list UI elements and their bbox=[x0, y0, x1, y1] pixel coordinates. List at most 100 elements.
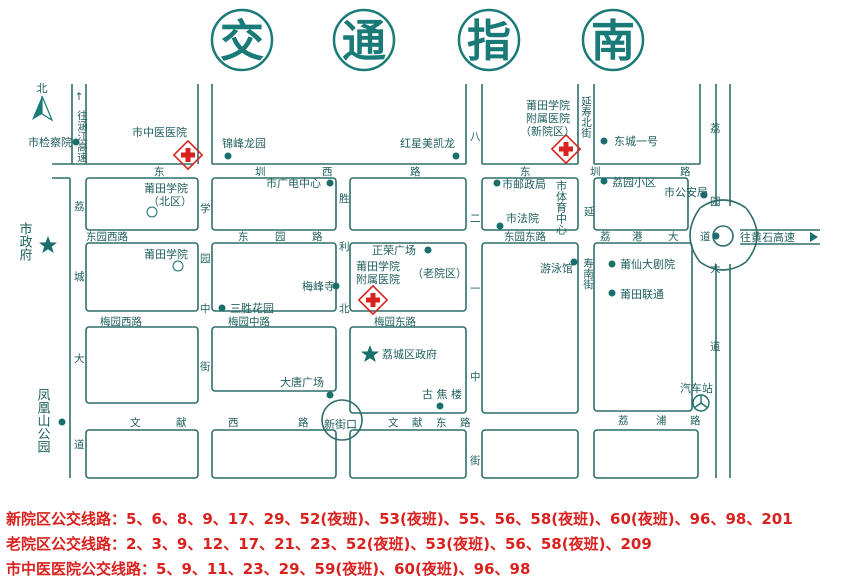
road-zhe-gaosu: 往涵江高速 bbox=[76, 109, 88, 162]
place-xinyuan-2: 附属医院 bbox=[526, 111, 570, 125]
road-dongzhen-e3: 路 bbox=[680, 165, 691, 178]
place-youzheng: 市邮政局 bbox=[502, 177, 546, 191]
road-dongzhen-m3: 路 bbox=[410, 165, 421, 178]
place-zhengrong: 正荣广场 bbox=[372, 243, 416, 257]
road-dongyuan-m1: 东 bbox=[238, 230, 249, 243]
bus-station-icon bbox=[692, 394, 710, 412]
road-wenxian-x2: 路 bbox=[298, 416, 309, 429]
road-liyuan-r: 园 bbox=[710, 196, 721, 208]
road-yanshou-bei: 延寿北街 bbox=[580, 96, 592, 139]
road-dongzhen-e2: 圳 bbox=[590, 166, 601, 178]
place-qu-zhengfu: 荔城区政府 bbox=[382, 347, 437, 361]
road-jie-mid: 街 bbox=[200, 360, 211, 373]
title-char-2: 通 bbox=[342, 16, 386, 67]
road-wenxian-2: 献 bbox=[176, 416, 187, 429]
place-laoyuan-3: （老院区） bbox=[412, 266, 467, 280]
place-datang: 大唐广场 bbox=[280, 375, 324, 389]
place-markers bbox=[58, 137, 720, 426]
place-jianchayuan: 市检察院 bbox=[28, 135, 72, 149]
place-zhongyiyuan: 市中医医院 bbox=[132, 125, 187, 139]
north-arrow-icon: 北 bbox=[32, 82, 54, 122]
road-ba: 八 bbox=[470, 131, 481, 143]
road-wenxian-d4: 路 bbox=[460, 416, 471, 429]
arrow-right-icon bbox=[810, 232, 818, 242]
hospital-cross-icon-1 bbox=[172, 139, 204, 171]
road-wenxian-d2: 献 bbox=[412, 416, 423, 429]
road-zhong: 中 bbox=[470, 370, 481, 383]
place-gonganju: 市公安局 bbox=[664, 185, 708, 199]
hospital-cross-icon-3 bbox=[357, 284, 389, 316]
place-ptxy: 莆田学院 bbox=[144, 247, 188, 261]
place-xinyuan-1: 莆田学院 bbox=[526, 98, 570, 112]
north-label: 北 bbox=[37, 82, 48, 95]
place-laoyuan-2: 附属医院 bbox=[356, 272, 400, 286]
place-sansheng: 三胜花园 bbox=[230, 301, 274, 315]
road-wenxian-x1: 西 bbox=[228, 417, 239, 429]
road-yuan: 园 bbox=[200, 253, 211, 265]
place-gdzx: 市广电中心 bbox=[266, 176, 321, 190]
bus-line-zhongyiyuan: 市中医医院公交线路：5、9、11、23、29、59(夜班)、60(夜班)、96、… bbox=[6, 558, 530, 579]
road-li: 利 bbox=[339, 241, 350, 253]
road-licheng-2: 城 bbox=[74, 271, 85, 283]
road-licheng-3: 大 bbox=[74, 352, 85, 365]
title-char-1: 交 bbox=[220, 16, 264, 67]
road-ligang-4: 道 bbox=[700, 230, 711, 243]
road-licheng-4: 道 bbox=[74, 438, 85, 451]
place-tiyu: 市体育中心 bbox=[555, 179, 568, 235]
place-jinfenglong: 锦峰龙园 bbox=[222, 136, 266, 150]
road-zhe-arrow: ↑ bbox=[75, 91, 84, 103]
road-dongyuan-dong: 东园东路 bbox=[504, 230, 546, 243]
place-qichezhan: 汽车站 bbox=[680, 381, 713, 395]
place-labels: 市检察院 市中医医院 锦峰龙园 红星美凯龙 莆田学院 附属医院 （新院区） 东城… bbox=[17, 98, 796, 453]
title-char-4: 南 bbox=[591, 16, 635, 67]
xinjiekou-roundabout bbox=[321, 399, 363, 441]
bus-line-label: 老院区公交线路： bbox=[6, 535, 127, 553]
place-fayuan: 市法院 bbox=[506, 211, 539, 225]
highway-interchange bbox=[689, 199, 758, 271]
hospital-cross-icon-2 bbox=[550, 133, 582, 165]
road-labels: ↑ 往涵江高速 东 圳 西 路 东 圳 路 八 二 一 中 街 延寿北街 学 园… bbox=[74, 91, 721, 467]
road-lipu-2: 浦 bbox=[656, 414, 667, 427]
place-youyong: 游泳馆 bbox=[540, 261, 573, 275]
star-icon bbox=[39, 236, 57, 253]
place-fenghuang: 凤凰山公园 bbox=[35, 388, 51, 453]
place-meifeng: 梅峰寺 bbox=[302, 279, 335, 293]
place-dongcheng: 东城一号 bbox=[614, 135, 658, 148]
place-zhengfu: 市政府 bbox=[17, 221, 33, 262]
road-jie: 街 bbox=[470, 454, 481, 467]
place-xinyuan-3: （新院区） bbox=[520, 124, 575, 138]
road-ligang-2: 港 bbox=[632, 231, 643, 243]
road-sheng: 胜 bbox=[339, 193, 350, 205]
road-lipu-3: 路 bbox=[690, 414, 701, 427]
place-xinjiekou: 新街口 bbox=[324, 417, 357, 431]
road-xue: 学 bbox=[200, 202, 211, 215]
city-blocks bbox=[52, 84, 820, 479]
road-wenxian-d1: 文 bbox=[388, 416, 399, 429]
place-liyuan: 荔园小区 bbox=[612, 176, 656, 189]
road-li-top: 荔 bbox=[710, 122, 721, 135]
bus-line-laoyuan: 老院区公交线路：2、3、9、12、17、21、23、52(夜班)、53(夜班)、… bbox=[6, 533, 652, 554]
government-star-icons bbox=[39, 236, 379, 362]
road-meiyuan-dong: 梅园东路 bbox=[374, 315, 416, 328]
bus-line-label: 新院区公交线路： bbox=[6, 510, 127, 528]
bus-line-routes: 2、3、9、12、17、21、23、52(夜班)、53(夜班)、56、58(夜班… bbox=[126, 535, 652, 553]
road-yi: 一 bbox=[470, 283, 481, 295]
road-dongyuan-m3: 路 bbox=[312, 230, 323, 243]
bus-line-xinyuan: 新院区公交线路：5、6、8、9、17、29、52(夜班)、53(夜班)、55、5… bbox=[6, 508, 793, 529]
road-er: 二 bbox=[470, 213, 481, 225]
road-ligang-1: 荔 bbox=[600, 230, 611, 243]
place-hongxing: 红星美凯龙 bbox=[400, 137, 455, 150]
road-dongzhen-m2: 西 bbox=[322, 166, 333, 178]
title-char-3: 指 bbox=[467, 16, 511, 67]
bus-line-label: 市中医医院公交线路： bbox=[6, 560, 157, 578]
road-dongzhen-w: 东 bbox=[154, 165, 165, 178]
road-bei: 北 bbox=[339, 303, 350, 315]
place-liantong: 莆田联通 bbox=[620, 288, 664, 301]
place-juyuan: 莆仙大剧院 bbox=[620, 257, 675, 271]
road-wenxian-1: 文 bbox=[130, 416, 141, 429]
road-meiyuan-zhong: 梅园中路 bbox=[228, 315, 270, 328]
place-gujiao: 古 焦 楼 bbox=[422, 387, 462, 401]
title: 交 通 指 南 bbox=[210, 8, 645, 72]
road-zhong-mid: 中 bbox=[200, 302, 211, 315]
